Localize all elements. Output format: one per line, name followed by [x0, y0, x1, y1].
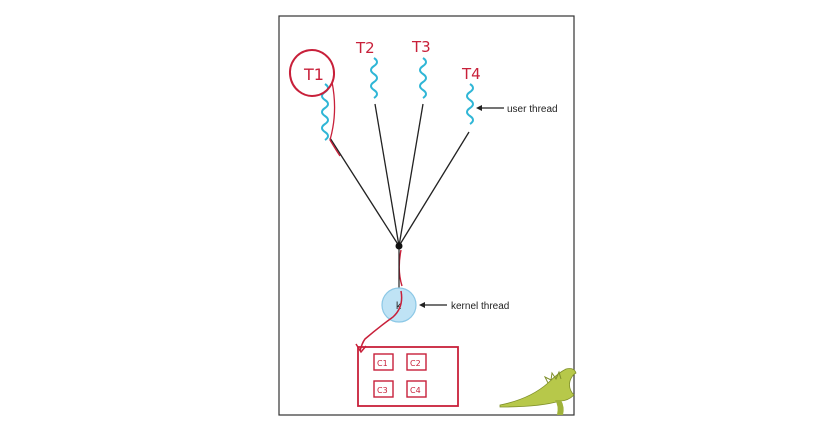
kernel-node-label: k	[396, 301, 402, 312]
user-thread-wave-3	[419, 57, 427, 99]
dinosaur-spikes	[543, 370, 562, 384]
connector-t4	[398, 131, 470, 247]
connector-t3	[398, 103, 424, 247]
user-thread-label-2: T2	[355, 39, 375, 57]
t1-circle-tail	[329, 81, 341, 157]
kernel-thread-arrowhead	[419, 302, 425, 308]
user-thread-label-3: T3	[411, 38, 431, 56]
user-thread-wave-4	[466, 83, 474, 125]
dinosaur-illustration	[499, 368, 577, 415]
user-thread-wave-2	[370, 57, 378, 99]
core-label-3: C3	[377, 386, 388, 395]
core-label-1: C1	[377, 359, 388, 368]
user-thread-label-4: T4	[461, 65, 481, 83]
kernel-thread-annotation: kernel thread	[451, 301, 509, 312]
core-box-3	[373, 380, 394, 398]
connector-t2	[374, 103, 400, 247]
kernel-thread-node	[381, 287, 417, 323]
user-thread-label-1: T1	[303, 65, 324, 84]
core-box-4	[406, 380, 427, 398]
thread-connector-lines	[329, 103, 470, 247]
t1-highlight-circle	[288, 49, 336, 97]
core-box-2	[406, 353, 427, 371]
user-thread-annotation: user thread	[507, 104, 558, 115]
core-grid	[373, 353, 427, 398]
core-label-2: C2	[410, 359, 421, 368]
dinosaur-leg	[555, 400, 564, 415]
cpu-cores-box	[357, 346, 459, 407]
core-box-1	[373, 353, 394, 371]
connector-t1	[329, 137, 400, 247]
junction-dot	[395, 242, 403, 250]
user-thread-arrowhead	[476, 105, 482, 111]
core-label-4: C4	[410, 386, 421, 395]
page-frame	[278, 15, 575, 416]
red-arrow-to-cores	[359, 290, 403, 352]
